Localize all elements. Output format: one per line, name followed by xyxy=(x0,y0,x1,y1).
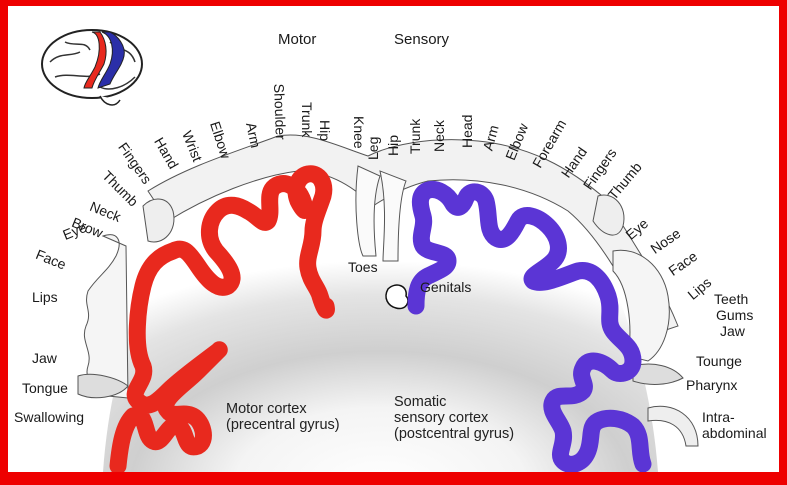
motor-cortex-caption-line1: Motor cortex xyxy=(226,401,307,417)
sensory-cortex-stroke xyxy=(407,181,652,472)
sensory-label-head: Head xyxy=(459,114,475,148)
motor-label-tongue: Tongue xyxy=(22,380,68,396)
sensory-label-hip: Hip xyxy=(385,134,401,156)
sensory-heading: Sensory xyxy=(394,31,450,48)
sensory-cortex-caption: Somatic sensory cortex (postcentral gyru… xyxy=(394,394,514,443)
sensory-label-pharynx: Pharynx xyxy=(686,377,738,393)
motor-label-swallowing: Swallowing xyxy=(14,409,85,425)
sensory-label-genitals: Genitals xyxy=(420,279,472,295)
motor-cortex-caption: Motor cortex (precentral gyrus) xyxy=(226,401,340,433)
sensory-label-abdominal: abdominal xyxy=(702,425,767,441)
diagram-frame: Motor Sensory Swallowing Tongue Jaw Lips… xyxy=(8,6,779,472)
brain-inset-icon xyxy=(41,29,143,106)
motor-cortex-caption-line2: (precentral gyrus) xyxy=(226,417,340,434)
sensory-cortex-caption-line1: Somatic xyxy=(394,394,447,410)
motor-label-trunk: Trunk xyxy=(299,102,315,138)
sensory-label-intra: Intra- xyxy=(702,409,735,425)
motor-heading: Motor xyxy=(278,31,317,48)
motor-label-shoulder: Shoulder xyxy=(271,83,289,141)
sensory-cortex-caption-line3: (postcentral gyrus) xyxy=(394,426,515,443)
motor-label-toes: Toes xyxy=(348,259,378,275)
motor-label-jaw: Jaw xyxy=(32,350,57,366)
homunculus-outline xyxy=(77,134,699,447)
sensory-label-neck: Neck xyxy=(431,120,447,152)
sensory-label-trunk: Trunk xyxy=(407,118,423,154)
motor-label-hip: Hip xyxy=(317,120,333,142)
motor-cortex-stroke xyxy=(109,165,335,472)
sensory-label-gums: Gums xyxy=(716,307,754,323)
cortex-background xyxy=(103,170,658,472)
sensory-label-leg: Leg xyxy=(365,136,381,160)
motor-label-lips: Lips xyxy=(32,289,58,305)
sensory-label-tounge: Tounge xyxy=(696,353,742,369)
sensory-label-teeth: Teeth xyxy=(714,291,749,307)
sensory-label-jaw: Jaw xyxy=(720,323,745,339)
sensory-cortex-caption-line2: sensory cortex xyxy=(394,410,489,427)
motor-label-knee: Knee xyxy=(351,116,367,149)
homunculus-diagram xyxy=(41,29,699,472)
